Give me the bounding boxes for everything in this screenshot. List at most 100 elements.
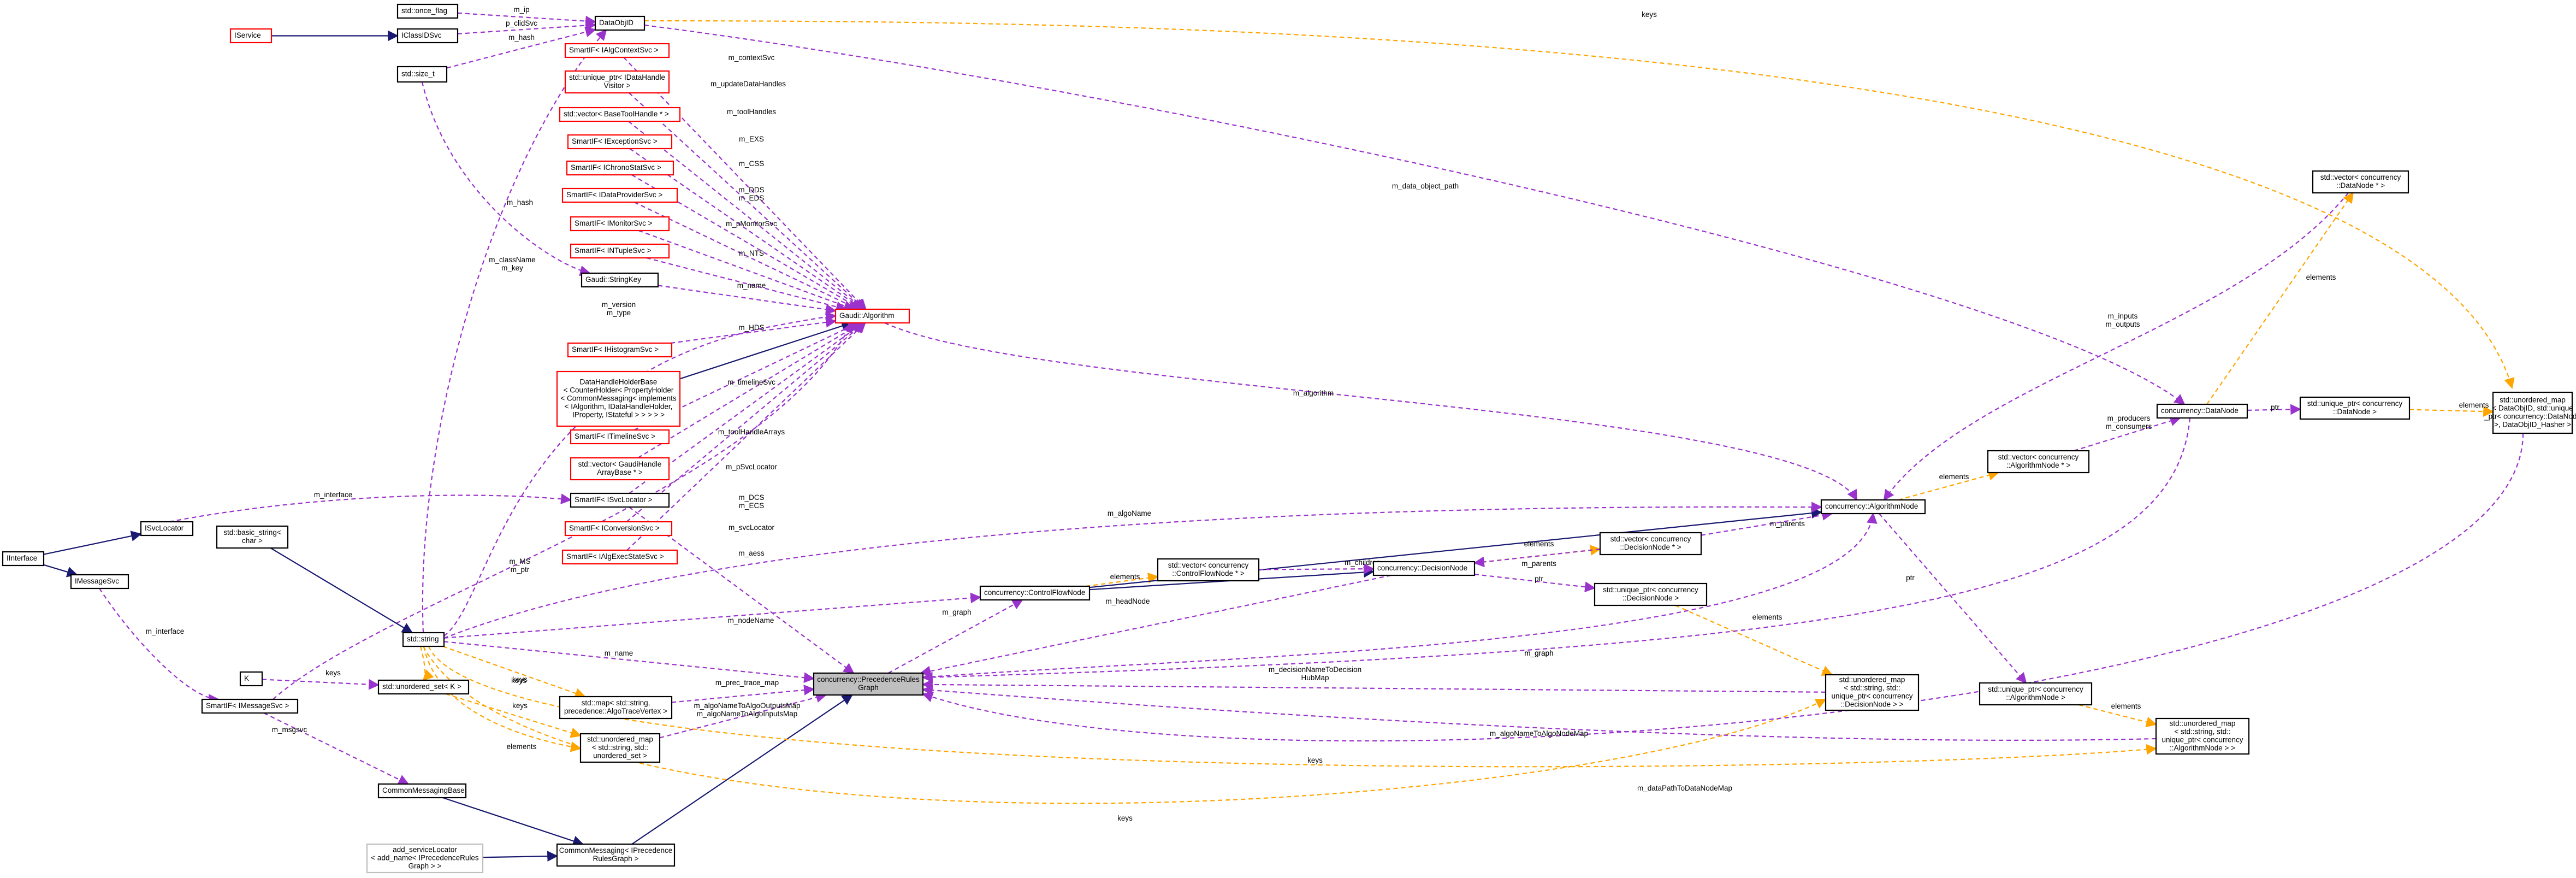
edge-template-unique-ptr-decisionnode-to-unordered-map-decisionnode (1675, 604, 1833, 676)
class-node-add-servicelocator[interactable]: add_serviceLocator< add_name< IPrecedenc… (366, 843, 484, 874)
class-node-smartif-ialgcontextsvc[interactable]: SmartIF< IAlgContextSvc > (564, 43, 670, 58)
class-node-iservice[interactable]: IService (229, 28, 273, 44)
node-box (216, 525, 289, 549)
class-node-smartif-idataprovidersvc[interactable]: SmartIF< IDataProviderSvc > (561, 187, 678, 203)
class-node-smartif-ialgexecstatesvc[interactable]: SmartIF< IAlgExecStateSvc > (561, 549, 678, 565)
node-label: DataHandleHolderBase (580, 378, 658, 386)
edge-label: m_graph (942, 608, 971, 616)
class-node-smartif-isvclocator[interactable]: SmartIF< ISvcLocator > (570, 492, 670, 508)
node-label: >, DataObjID_Hasher > (2494, 421, 2571, 429)
edge-label: elements (507, 743, 537, 751)
class-node-unordered-map-algorithmnode[interactable]: std::unordered_map< std::string, std::un… (2155, 717, 2250, 755)
class-node-smartif-iexceptionsvc[interactable]: SmartIF< IExceptionSvc > (567, 134, 673, 150)
class-node-vector-algorithmnode[interactable]: std::vector< concurrency::AlgorithmNode … (1987, 450, 2090, 474)
edge-label: m_interface (146, 627, 185, 635)
node-label: _ptr< concurrency::DataNode (2484, 413, 2576, 421)
node-label: ::DecisionNode * > (1620, 543, 1681, 551)
class-node-smartif-imessagesvc[interactable]: SmartIF< IMessageSvc > (201, 698, 299, 714)
node-label: SmartIF< IMessageSvc > (206, 702, 289, 710)
class-node-smartif-intuplesvc[interactable]: SmartIF< INTupleSvc > (570, 243, 670, 259)
class-node-vector-controlflownode[interactable]: std::vector< concurrency::ControlFlowNod… (1157, 558, 1260, 582)
edge-composition-imessagesvc-to-smartif-imessagesvc (99, 588, 220, 705)
class-node-string[interactable]: std::string (402, 632, 445, 647)
class-node-smartif-iconversionsvc[interactable]: SmartIF< IConversionSvc > (564, 521, 673, 537)
class-node-dataobjid[interactable]: DataObjID (594, 15, 646, 31)
node-box (1599, 532, 1702, 556)
class-node-unique-ptr-algorithmnode[interactable]: std::unique_ptr< concurrency::AlgorithmN… (1979, 682, 2093, 706)
edge-composition-vector-datanode-to-algorithmnode (1883, 192, 2349, 501)
class-node-map-algotracevertex[interactable]: std::map< std::string,precedence::AlgoTr… (559, 696, 673, 720)
class-node-isvclocator[interactable]: ISvcLocator (140, 521, 194, 537)
class-node-commonmessagingbase[interactable]: CommonMessagingBase (377, 783, 467, 799)
class-node-unique-ptr-datanode[interactable]: std::unique_ptr< concurrency::DataNode > (2299, 396, 2411, 420)
node-label: std::unordered_map (2170, 720, 2236, 728)
node-label: SmartIF< IAlgContextSvc > (569, 46, 659, 54)
class-node-algorithm[interactable]: Gaudi::Algorithm (834, 308, 910, 324)
node-box (366, 843, 484, 874)
edge-composition-map-algotracevertex-to-precedencerulesgraph (671, 685, 815, 703)
node-label: std::unique_ptr< concurrency (2307, 399, 2403, 408)
edge-label: m_interface (314, 491, 353, 499)
edge-label: p_clidSvc (506, 19, 537, 27)
edge-label: m_decisionNameToDecision (1269, 665, 1361, 674)
node-label: unique_ptr< concurrency (2162, 736, 2243, 744)
class-node-datahandleholderbase[interactable]: DataHandleHolderBase< CounterHolder< Pro… (556, 370, 681, 427)
class-node-vector-basetoolhandle[interactable]: std::vector< BaseToolHandle * > (559, 107, 681, 122)
class-node-size-t[interactable]: std::size_t (396, 66, 448, 83)
class-node-once-flag[interactable]: std::once_flag (396, 3, 459, 19)
class-node-unique-ptr-decisionnode[interactable]: std::unique_ptr< concurrency::DecisionNo… (1594, 582, 1708, 606)
edge-template-dataobjid-to-unordered-map-dataobjid (644, 20, 2515, 389)
class-node-vector-decisionnode[interactable]: std::vector< concurrency::DecisionNode *… (1599, 532, 1702, 556)
edge-composition-string-to-controlflownode (443, 592, 981, 639)
node-box (556, 370, 681, 427)
class-node-basic-string[interactable]: std::basic_string<char > (216, 525, 289, 549)
node-label: < add_name< IPrecedenceRules (371, 854, 479, 862)
edge-label: m_version (602, 300, 636, 309)
node-label: concurrency::DataNode (2161, 406, 2239, 415)
class-node-decisionnode[interactable]: concurrency::DecisionNode (1372, 561, 1476, 576)
class-node-stringkey[interactable]: Gaudi::StringKey (581, 272, 659, 288)
edge-composition-unordered-map-algorithmnode-to-precedencerulesgraph (922, 685, 2157, 741)
edge-label: m_hash (507, 198, 533, 207)
edge-template-unique-ptr-datanode-to-unordered-map-dataobjid (2409, 406, 2494, 417)
edge-label: elements (2459, 401, 2489, 409)
edge-label: m_algoNameToAlgoNodeMap (1490, 729, 1588, 738)
class-node-interface[interactable]: IInterface (2, 551, 45, 567)
edge-composition-smartif-ihistogramsvc-to-algorithm (671, 317, 837, 344)
edge-label: m_children (1345, 558, 1381, 567)
edge-label: m_msgsvc (272, 726, 307, 734)
node-label: std::map< std::string, (582, 699, 650, 707)
class-node-unordered-map-string-set[interactable]: std::unordered_map< std::string, std::un… (579, 733, 661, 763)
class-node-smartif-itimelinesvc[interactable]: SmartIF< ITimelineSvc > (570, 429, 670, 445)
edge-label: m_CSS (739, 160, 765, 168)
class-node-unordered-map-dataobjid[interactable]: std::unordered_map< DataObjID, std::uniq… (2484, 391, 2576, 434)
class-node-datanode[interactable]: concurrency::DataNode (2156, 403, 2248, 419)
edge-inheritance-datahandleholderbase-to-algorithm (679, 321, 852, 380)
edge-composition-vector-basetoolhandle-to-algorithm (628, 121, 865, 310)
node-box (1594, 582, 1708, 606)
class-node-vector-datanode[interactable]: std::vector< concurrency::DataNode * > (2312, 170, 2409, 194)
class-node-k[interactable]: K (239, 671, 263, 687)
class-node-imessagesvc[interactable]: IMessageSvc (70, 574, 129, 590)
node-label: Graph > > (408, 862, 442, 870)
edge-label: m_svcLocator (729, 523, 775, 532)
edge-label: m_MS (509, 557, 530, 565)
edge-label: m_outputs (2105, 320, 2140, 328)
class-node-smartif-ihistogramsvc[interactable]: SmartIF< IHistogramSvc > (567, 342, 673, 358)
class-node-controlflownode[interactable]: concurrency::ControlFlowNode (979, 585, 1091, 601)
node-label: std::unique_ptr< concurrency (1603, 586, 1698, 594)
class-node-iclassidsvc[interactable]: IClassIDSvc (396, 28, 459, 44)
edge-label: elements (1110, 573, 1140, 581)
class-node-algorithmnode[interactable]: concurrency::AlgorithmNode (1820, 499, 1926, 515)
edge-template-string-to-unordered-map-string-set (423, 646, 582, 752)
class-node-unordered-map-decisionnode[interactable]: std::unordered_map< std::string, std::un… (1825, 674, 1920, 711)
class-node-unordered-set-k[interactable]: std::unordered_set< K > (377, 679, 470, 695)
class-node-smartif-imonitorsvc[interactable]: SmartIF< IMonitorSvc > (570, 216, 670, 232)
edge-composition-decisionnode-to-precedencerulesgraph (920, 574, 1391, 677)
class-node-smartif-ichronostatsvc[interactable]: SmartIF< IChronoStatSvc > (566, 160, 674, 176)
edge-inheritance-commonmessagingbase-to-commonmessaging-iprg (442, 797, 584, 846)
